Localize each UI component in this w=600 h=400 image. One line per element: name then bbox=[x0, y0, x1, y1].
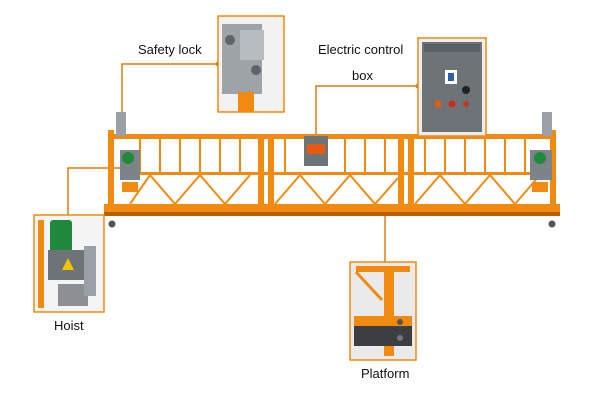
leader-safety-lock bbox=[121, 63, 218, 130]
callout-electric-control-box bbox=[417, 37, 487, 137]
leader-electric-box bbox=[315, 85, 418, 136]
platform-body bbox=[104, 130, 560, 228]
platform-top-rail bbox=[108, 134, 554, 139]
safety-lock-label: Safety lock bbox=[138, 42, 202, 57]
electric-control-box-label-line2: box bbox=[352, 68, 373, 83]
platform-base-beam bbox=[104, 204, 560, 214]
callout-safety-lock bbox=[217, 15, 285, 113]
left-hoist-unit bbox=[116, 112, 140, 192]
mounted-control-box bbox=[304, 136, 328, 166]
callout-platform bbox=[349, 261, 417, 361]
callout-hoist bbox=[33, 214, 105, 313]
electric-control-box-label-line1: Electric control bbox=[318, 42, 404, 57]
platform-label: Platform bbox=[361, 366, 410, 381]
hoist-label: Hoist bbox=[54, 318, 84, 333]
right-hoist-unit bbox=[530, 112, 552, 192]
